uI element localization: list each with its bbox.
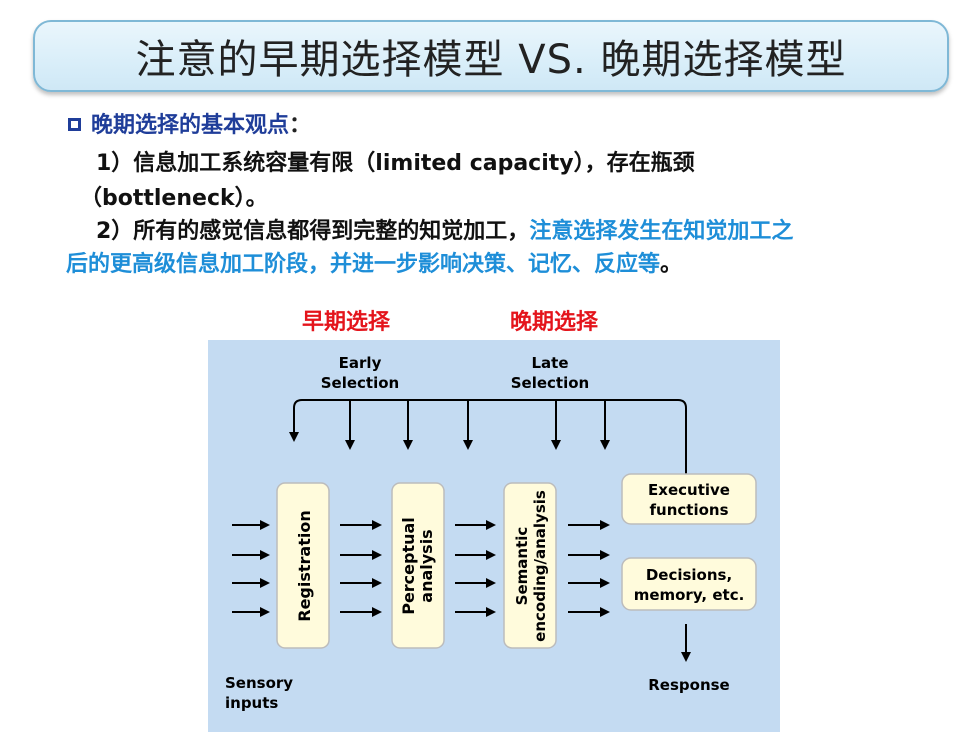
perceptual-label: Perceptual bbox=[399, 517, 418, 615]
point2-blue1: 注意选择发生在知觉加工之 bbox=[529, 219, 794, 244]
hollow-square-icon bbox=[68, 118, 81, 131]
title-banner: 注意的早期选择模型 VS. 晚期选择模型 bbox=[33, 20, 949, 92]
executive-functions-box bbox=[621, 473, 757, 525]
heading-colon: ： bbox=[289, 113, 312, 138]
analysis-label: analysis bbox=[417, 529, 436, 602]
selection-arrows bbox=[345, 400, 610, 450]
executive-label-line1: Executive bbox=[648, 481, 730, 499]
point2-line1: 2）所有的感觉信息都得到完整的知觉加工，注意选择发生在知觉加工之 bbox=[96, 213, 793, 245]
point2-black: 2）所有的感觉信息都得到完整的知觉加工， bbox=[96, 219, 530, 244]
semantic-label: Semantic bbox=[513, 527, 531, 606]
point1-line2: （bottleneck）。 bbox=[80, 186, 268, 211]
registration-label: Registration bbox=[295, 510, 314, 621]
flow-arrows bbox=[232, 520, 691, 662]
point1-line1: 1）信息加工系统容量有限（limited capacity），存在瓶颈 bbox=[96, 151, 695, 176]
early-selection-label-line2: Selection bbox=[321, 374, 399, 392]
semantic-encoding-box bbox=[503, 482, 557, 649]
point2-line2: 后的更高级信息加工阶段，并进一步影响决策、记忆、反应等。 bbox=[66, 246, 682, 278]
decisions-label-line1: Decisions, bbox=[646, 566, 732, 584]
section-heading: 晚期选择的基本观点： bbox=[68, 107, 311, 139]
point2-blue2: 后的更高级信息加工阶段，并进一步影响决策、记忆、反应等 bbox=[66, 252, 661, 277]
early-selection-label-line1: Early bbox=[339, 354, 382, 372]
decisions-memory-box bbox=[621, 557, 757, 611]
late-selection-cn-label: 晚期选择 bbox=[510, 310, 599, 335]
late-selection-label-line1: Late bbox=[531, 354, 568, 372]
executive-label-line2: functions bbox=[650, 501, 729, 519]
sensory-inputs-label-line1: Sensory bbox=[225, 674, 293, 692]
encoding-analysis-label: encoding/analysis bbox=[531, 490, 549, 642]
registration-box bbox=[276, 482, 330, 649]
perceptual-analysis-box bbox=[391, 482, 445, 649]
response-label: Response bbox=[648, 676, 729, 694]
slide-title: 注意的早期选择模型 VS. 晚期选择模型 bbox=[135, 37, 847, 83]
point2-tail: 。 bbox=[660, 252, 683, 277]
early-selection-cn-label: 早期选择 bbox=[302, 310, 391, 335]
feedback-bus-line bbox=[289, 399, 687, 478]
sensory-inputs-label-line2: inputs bbox=[225, 694, 278, 712]
decisions-label-line2: memory, etc. bbox=[634, 586, 745, 604]
heading-text: 晚期选择的基本观点 bbox=[91, 113, 290, 138]
late-selection-label-line2: Selection bbox=[511, 374, 589, 392]
